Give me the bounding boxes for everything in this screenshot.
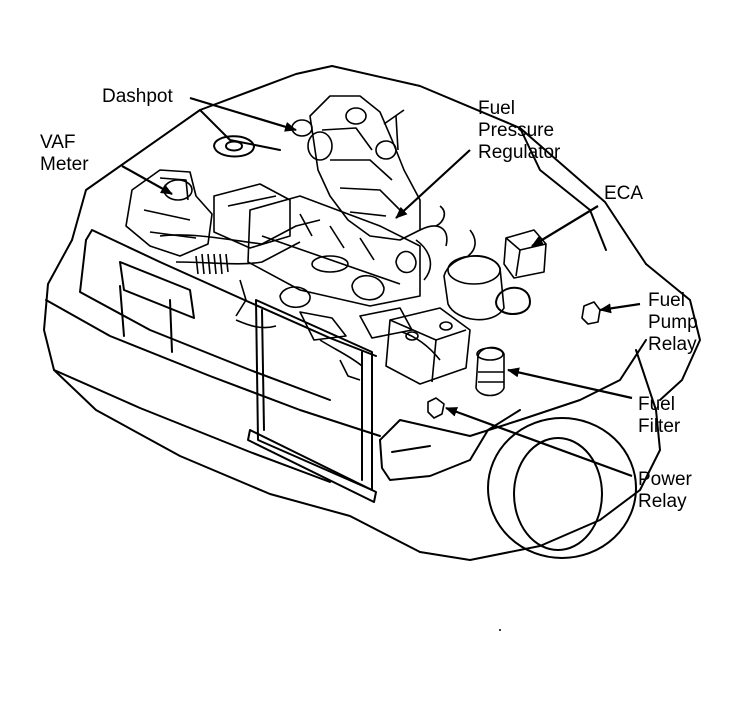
label-fuel-filter-line-1: Fuel	[638, 394, 675, 415]
speck-mark	[499, 629, 501, 631]
label-power-relay-line-1: Power	[638, 469, 692, 490]
label-vaf-meter-line-2: Meter	[40, 154, 89, 175]
eca-leader-arrow	[531, 205, 599, 247]
label-fpr-line-1: Fuel	[478, 98, 515, 119]
label-power-relay-line-2: Relay	[638, 491, 687, 512]
label-vaf-meter: VAF Meter	[40, 132, 89, 176]
fuel-pump-relay-leader-arrow	[599, 302, 641, 314]
car-body-outline	[43, 65, 701, 561]
leader-arrows	[121, 96, 641, 478]
label-fpr-line-2: Pressure	[478, 120, 555, 141]
vaf-meter-leader-arrow	[121, 165, 173, 195]
power-relay-leader-arrow	[445, 406, 633, 478]
label-dashpot-line-1: Dashpot	[102, 86, 173, 107]
label-dashpot: Dashpot	[102, 86, 173, 108]
label-fpr-relay-line-1: Fuel	[648, 290, 685, 311]
label-fuel-filter-line-2: Filter	[638, 416, 681, 437]
label-fuel-pump-relay: Fuel Pump Relay	[648, 290, 698, 356]
label-fpr-line-3: Regulator	[478, 142, 561, 163]
dashpot-leader-arrow	[189, 96, 297, 132]
label-fuel-filter: Fuel Filter	[638, 394, 680, 438]
fuel-pressure-regulator-leader-arrow	[395, 149, 471, 219]
label-power-relay: Power Relay	[638, 469, 692, 513]
label-fuel-pressure-regulator: Fuel Pressure Regulator	[478, 98, 560, 164]
label-eca: ECA	[604, 183, 643, 205]
label-fpr-relay-line-3: Relay	[648, 334, 697, 355]
label-fpr-relay-line-2: Pump	[648, 312, 698, 333]
label-eca-line-1: ECA	[604, 183, 644, 204]
fuel-filter-leader-arrow	[507, 367, 633, 400]
label-vaf-meter-line-1: VAF	[40, 132, 76, 153]
